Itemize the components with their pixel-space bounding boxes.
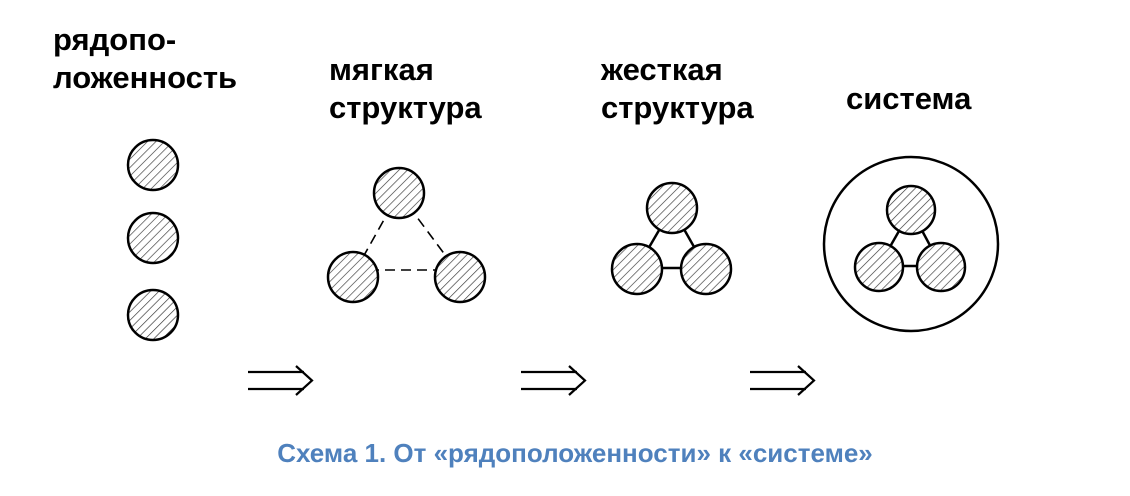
element-node — [645, 181, 699, 235]
stage-rigid-structure — [610, 181, 733, 296]
stage-title-juxtaposition: рядопо- ложенность — [53, 21, 237, 97]
element-node — [126, 138, 180, 192]
stage-title-line: рядопо- — [53, 22, 177, 57]
stage-title-line: ложенность — [53, 60, 238, 95]
transition-arrow — [248, 365, 314, 396]
stage-title-line: система — [846, 81, 972, 116]
element-node — [610, 242, 664, 296]
element-node — [679, 242, 733, 296]
stage-title-line: жесткая — [601, 52, 723, 87]
element-node — [126, 211, 180, 265]
element-node — [915, 241, 967, 293]
stage-title-soft-structure: мягкая структура — [329, 51, 482, 127]
stage-juxtaposition — [126, 138, 180, 342]
element-node — [885, 184, 937, 236]
figure-caption: Схема 1. От «рядоположенности» к «систем… — [277, 438, 873, 468]
stage-soft-structure — [326, 166, 487, 304]
transition-arrow — [521, 365, 587, 396]
stage-title-line: мягкая — [329, 52, 434, 87]
system-boundary — [822, 155, 1000, 333]
element-node — [853, 241, 905, 293]
stage-system — [822, 155, 1000, 333]
element-node — [433, 250, 487, 304]
stage-title-line: структура — [329, 90, 482, 125]
element-node — [126, 288, 180, 342]
element-node — [326, 250, 380, 304]
stage-title-line: структура — [601, 90, 754, 125]
stage-title-system: система — [846, 80, 971, 118]
element-node — [372, 166, 426, 220]
transition-arrow — [750, 365, 816, 396]
stage-title-rigid-structure: жесткая структура — [601, 51, 754, 127]
